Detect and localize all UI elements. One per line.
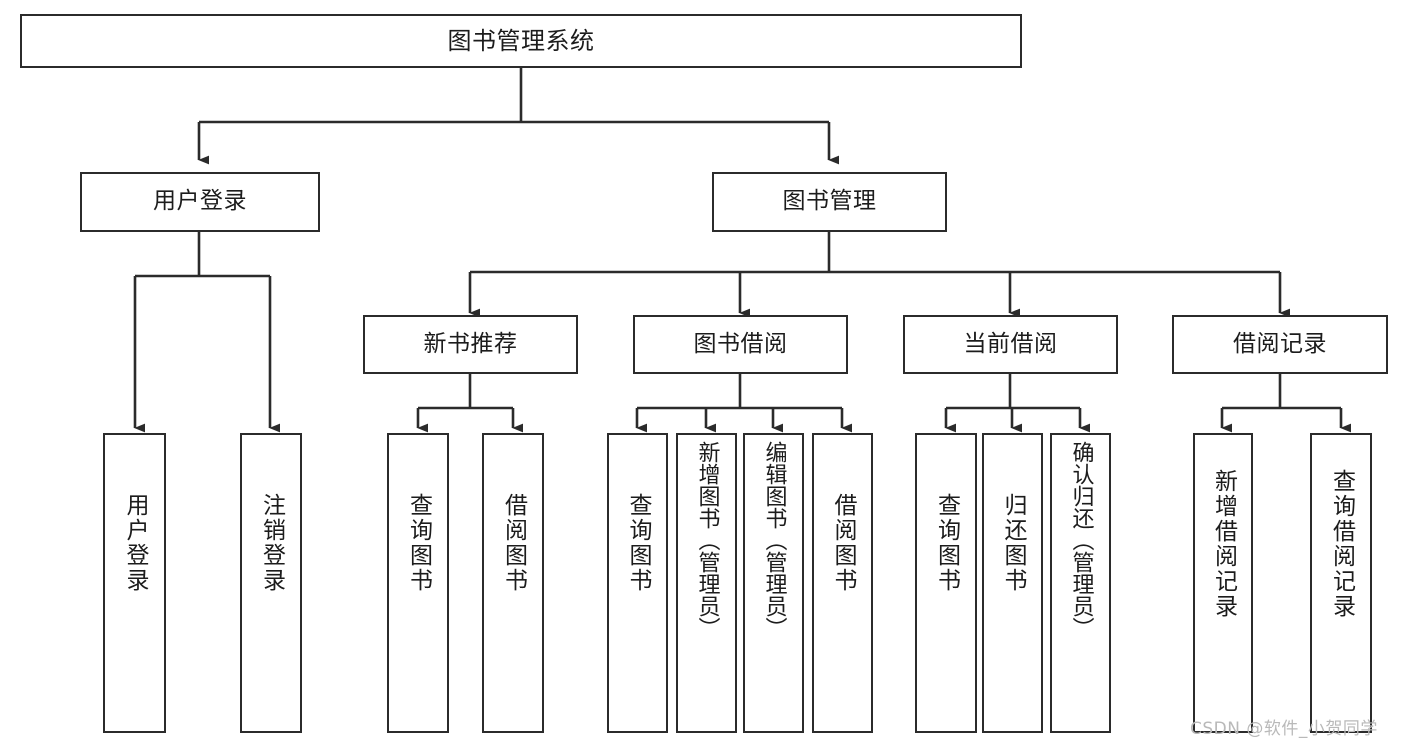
leaf-logout[interactable]: 注销登录 (240, 433, 302, 733)
node-label: 图书管理 (782, 188, 877, 215)
node-current-borrow[interactable]: 当前借阅 (903, 315, 1118, 374)
node-label: 图书借阅 (693, 330, 788, 357)
leaf-add-borrow-record[interactable]: 新增借阅记录 (1193, 433, 1253, 733)
node-label: 新书推荐 (423, 330, 518, 357)
leaf-query-borrow-record[interactable]: 查询借阅记录 (1310, 433, 1372, 733)
node-label: 借阅图书 (830, 493, 856, 593)
leaf-query-book-recommend[interactable]: 查询图书 (387, 433, 449, 733)
leaf-borrow-book-recommend[interactable]: 借阅图书 (482, 433, 544, 733)
node-label: 新增借阅记录 (1210, 469, 1237, 619)
node-book-management[interactable]: 图书管理 (712, 172, 947, 232)
node-label: 归还图书 (1000, 493, 1026, 593)
node-label: 借阅记录 (1233, 330, 1327, 357)
leaf-borrow-book[interactable]: 借阅图书 (812, 433, 873, 733)
leaf-add-book-admin[interactable]: 新增图书（管理员） (676, 433, 737, 733)
node-label: 用户登录 (153, 188, 247, 215)
node-label: 当前借阅 (963, 330, 1058, 357)
node-label: 查询借阅记录 (1328, 469, 1355, 619)
node-root-system[interactable]: 图书管理系统 (20, 14, 1022, 68)
node-label: 注销登录 (258, 493, 285, 593)
node-label: 用户登录 (122, 493, 148, 593)
node-label: 查询图书 (933, 493, 960, 593)
leaf-return-book[interactable]: 归还图书 (982, 433, 1043, 733)
node-label: 编辑图书（管理员） (761, 441, 787, 639)
leaf-edit-book-admin[interactable]: 编辑图书（管理员） (743, 433, 804, 733)
leaf-query-book-borrow[interactable]: 查询图书 (607, 433, 668, 733)
node-new-book-recommend[interactable]: 新书推荐 (363, 315, 578, 374)
node-user-login[interactable]: 用户登录 (80, 172, 320, 232)
node-borrow-record[interactable]: 借阅记录 (1172, 315, 1388, 374)
node-label: 查询图书 (625, 493, 651, 593)
node-label: 确认归还（管理员） (1068, 441, 1094, 639)
node-label: 新增图书（管理员） (694, 441, 720, 639)
leaf-confirm-return-admin[interactable]: 确认归还（管理员） (1050, 433, 1111, 733)
leaf-user-login[interactable]: 用户登录 (103, 433, 166, 733)
csdn-watermark: CSDN @软件_小贺同学 (1190, 719, 1378, 739)
node-book-borrow[interactable]: 图书借阅 (633, 315, 848, 374)
node-label: 查询图书 (405, 493, 432, 593)
node-label: 图书管理系统 (447, 26, 595, 55)
node-label: 借阅图书 (500, 493, 527, 593)
leaf-query-book-current[interactable]: 查询图书 (915, 433, 977, 733)
